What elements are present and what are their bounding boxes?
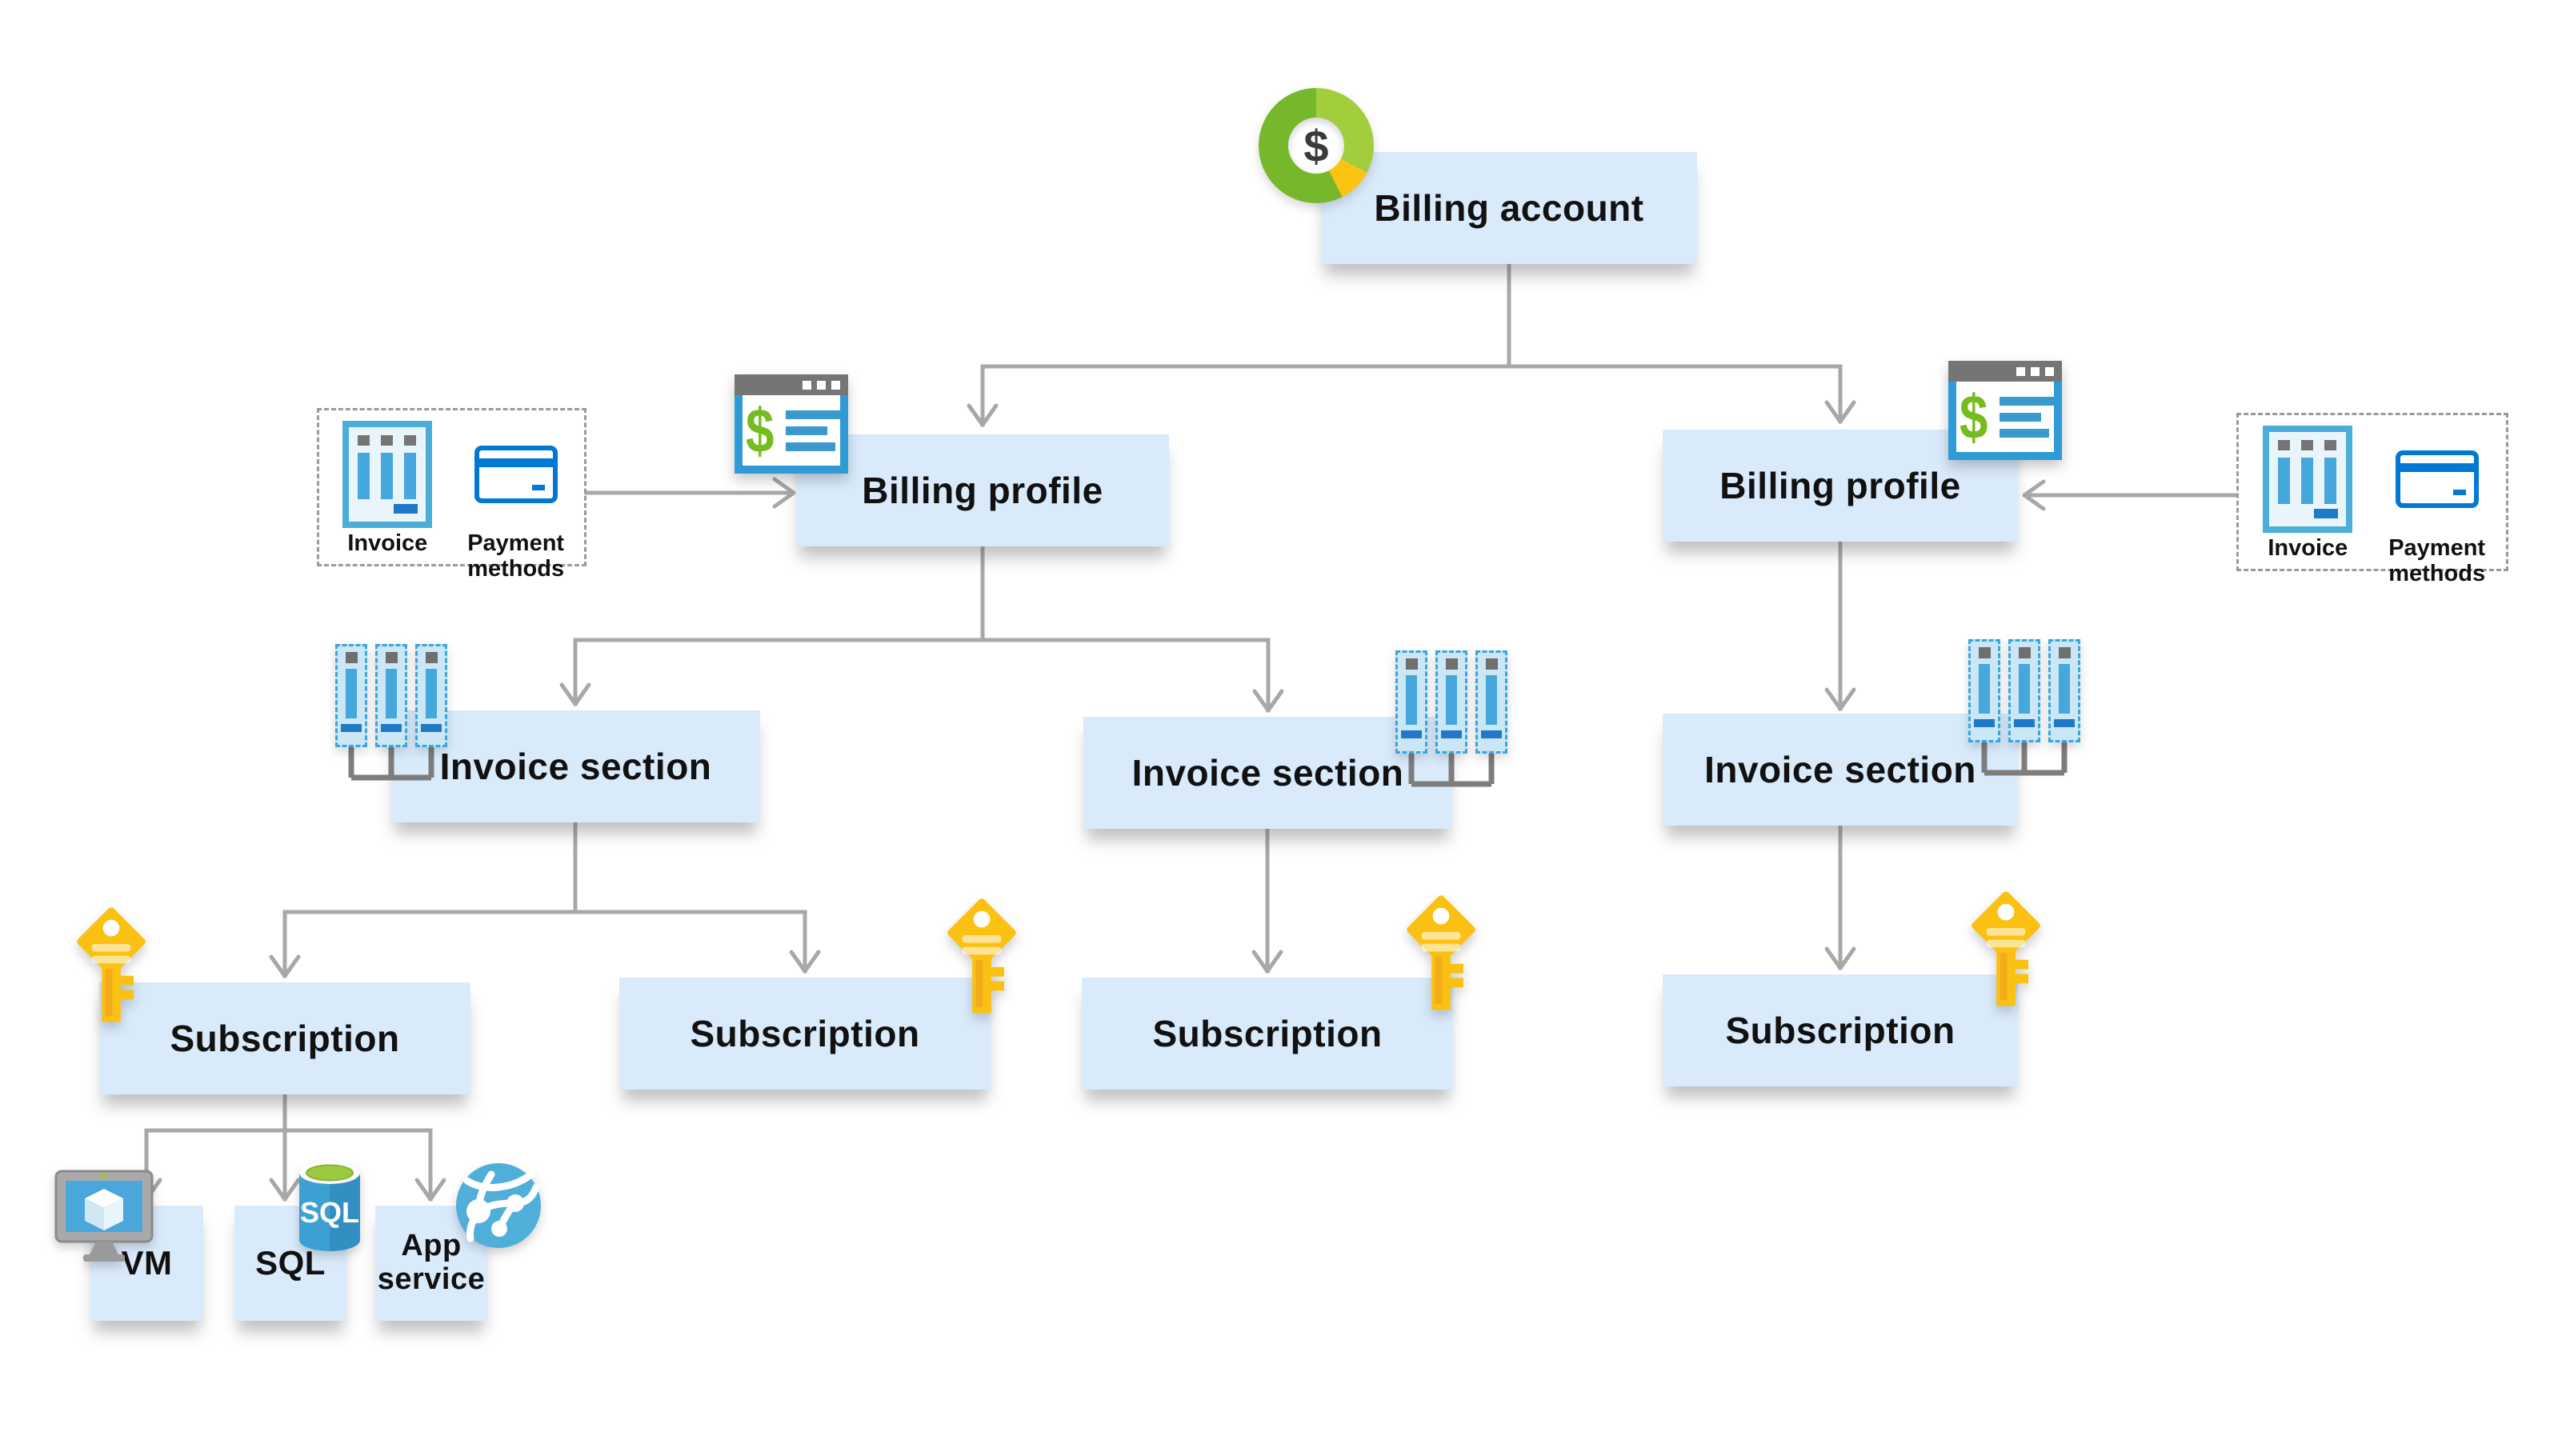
invoice-icon bbox=[2263, 426, 2353, 533]
donut-chart-icon: $ bbox=[1259, 88, 1374, 203]
key-icon bbox=[935, 898, 1029, 1018]
subscription-label: Subscription bbox=[1725, 1010, 1956, 1051]
subscription-label: Subscription bbox=[170, 1018, 400, 1059]
invoice-legend-label: Invoice bbox=[2268, 535, 2348, 561]
subscription-node-3: Subscription bbox=[1082, 978, 1453, 1090]
subscription-label: Subscription bbox=[690, 1013, 920, 1054]
group-bracket bbox=[1408, 754, 1495, 787]
subscription-node-2: Subscription bbox=[619, 978, 991, 1090]
statement-lines bbox=[785, 410, 840, 451]
billing-profile-node-left: Billing profile bbox=[796, 434, 1169, 546]
billing-account-node: Billing account bbox=[1321, 152, 1697, 264]
invoice-icon bbox=[342, 421, 433, 528]
invoice-legend-item: Invoice bbox=[327, 421, 447, 556]
invoice-stack-icon bbox=[1395, 650, 1507, 794]
vm-monitor-icon bbox=[54, 1170, 154, 1262]
invoice-payment-group-left: Invoice Payment methods bbox=[317, 408, 586, 582]
payment-card-icon bbox=[474, 446, 558, 503]
group-bracket bbox=[348, 747, 434, 781]
subscription-label: Subscription bbox=[1152, 1013, 1383, 1054]
payment-methods-legend-label: Payment methods bbox=[2388, 535, 2486, 587]
app-service-label: App service bbox=[377, 1229, 486, 1296]
invoice-legend-item: Invoice bbox=[2248, 426, 2368, 561]
browser-titlebar bbox=[735, 374, 848, 395]
subscription-node-4: Subscription bbox=[1663, 974, 2018, 1086]
payment-methods-legend-item: Payment methods bbox=[456, 423, 576, 582]
key-icon bbox=[1959, 890, 2053, 1010]
billing-account-label: Billing account bbox=[1374, 187, 1644, 229]
payment-methods-legend-item: Payment methods bbox=[2377, 428, 2497, 587]
browser-titlebar bbox=[1948, 361, 2062, 382]
invoice-legend-label: Invoice bbox=[347, 530, 428, 556]
payment-card-icon bbox=[2395, 450, 2479, 508]
key-icon bbox=[64, 906, 158, 1026]
billing-profile-icon: $ bbox=[735, 374, 848, 474]
vm-label: VM bbox=[121, 1244, 173, 1282]
sql-label: SQL bbox=[255, 1244, 326, 1282]
subscription-node-1: Subscription bbox=[99, 982, 470, 1094]
billing-profile-icon: $ bbox=[1948, 361, 2062, 460]
invoice-section-node-1: Invoice section bbox=[391, 710, 760, 822]
sql-database-icon: SQL bbox=[299, 1162, 360, 1251]
payment-methods-legend-label: Payment methods bbox=[467, 530, 565, 582]
invoice-section-node-2: Invoice section bbox=[1083, 717, 1452, 829]
dollar-sign: $ bbox=[1303, 120, 1329, 171]
statement-lines bbox=[1999, 396, 2054, 438]
invoice-stack-icon bbox=[335, 644, 447, 787]
invoice-payment-group-right: Invoice Payment methods bbox=[2236, 413, 2508, 586]
invoice-section-label: Invoice section bbox=[1704, 749, 1976, 790]
invoice-section-label: Invoice section bbox=[1131, 752, 1404, 794]
sql-badge-text: SQL bbox=[300, 1196, 359, 1229]
app-service-globe-icon bbox=[456, 1163, 541, 1248]
dollar-sign: $ bbox=[746, 394, 775, 466]
key-icon bbox=[1394, 894, 1488, 1014]
invoice-section-node-3: Invoice section bbox=[1663, 714, 2018, 826]
group-bracket bbox=[1981, 742, 2068, 776]
billing-profile-label: Billing profile bbox=[1719, 465, 1961, 506]
dollar-sign: $ bbox=[1960, 381, 1988, 452]
invoice-stack-icon bbox=[1968, 639, 2080, 782]
invoice-section-label: Invoice section bbox=[439, 746, 712, 787]
app-service-resource-node: App service bbox=[375, 1206, 487, 1321]
billing-profile-label: Billing profile bbox=[862, 470, 1103, 511]
sql-resource-node: SQL bbox=[234, 1206, 346, 1321]
